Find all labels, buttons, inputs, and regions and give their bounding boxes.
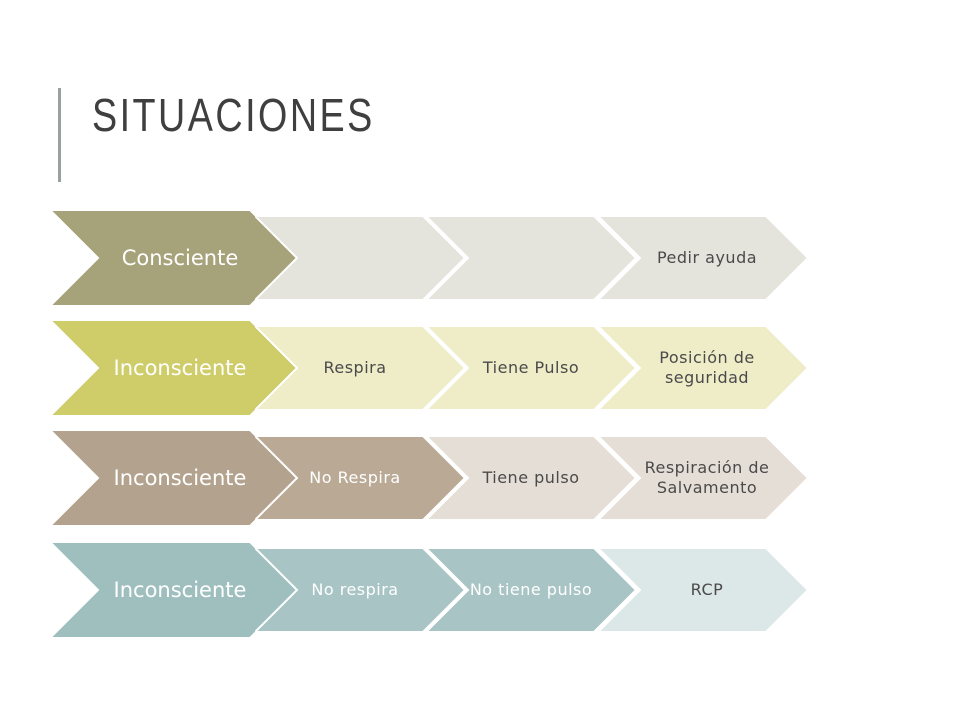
step-chevron-label [285,216,425,300]
step-chevron-2: No tiene pulso [426,548,636,632]
lead-chevron-shape [50,210,298,306]
lead-chevron: Inconsciente [50,430,298,526]
step-chevron-2: Tiene Pulso [426,326,636,410]
situation-row-inconsciente-respira: Inconsciente Respira Tiene Pulso Posició… [0,320,960,416]
step-chevron-2: Tiene pulso [426,436,636,520]
step-chevron-fill [255,216,465,300]
step-chevron-fill [255,326,465,410]
lead-chevron-fill [50,542,298,638]
step-chevron-3: Pedir ayuda [598,216,808,300]
step-chevron-label: Tiene pulso [482,468,580,487]
lead-chevron-shape [50,430,298,526]
step-chevron-label: No tiene pulso [469,580,593,599]
lead-chevron-fill [50,430,298,526]
step-chevron-fill [426,326,636,410]
step-chevron-shape [598,436,808,520]
step-chevron-fill [255,548,465,632]
step-chevron-1: No Respira [255,436,465,520]
step-chevron-2 [426,216,636,300]
lead-chevron-label: Inconsciente [113,465,247,490]
step-chevron-label: RCP [690,580,724,599]
situation-row-inconsciente-rcp: Inconsciente No respira No tiene pulso R… [0,542,960,638]
step-chevron-label: Respira [323,358,387,377]
step-chevron-label: Posición de seguridad [659,348,755,387]
step-chevron-fill [598,326,808,410]
lead-chevron: Inconsciente [50,542,298,638]
step-chevron-label: No Respira [309,468,401,487]
step-chevron-label: Tiene Pulso [482,358,580,377]
title-accent-bar [58,88,61,182]
step-chevron-shape [598,548,808,632]
lead-chevron-shape [50,320,298,416]
step-chevron-3: RCP [598,548,808,632]
slide-title: SITUACIONES [92,89,375,141]
step-chevron-fill [426,436,636,520]
step-chevron-fill [426,548,636,632]
step-chevron-shape [255,436,465,520]
step-chevron-fill [255,436,465,520]
situation-row-inconsciente-no-respira-pulso: Inconsciente No Respira Tiene pulso Resp… [0,430,960,526]
step-chevron-1 [255,216,465,300]
step-chevron-shape [255,548,465,632]
step-chevron-3: Respiración de Salvamento [598,436,808,520]
step-chevron-fill [598,548,808,632]
step-chevron-3: Posición de seguridad [598,326,808,410]
step-chevron-shape [255,216,465,300]
lead-chevron: Consciente [50,210,298,306]
step-chevron-shape [426,216,636,300]
step-chevron-shape [426,326,636,410]
step-chevron-shape [598,326,808,410]
lead-chevron-label: Inconsciente [113,577,247,602]
step-chevron-1: Respira [255,326,465,410]
step-chevron-label [456,216,606,300]
lead-chevron-fill [50,210,298,306]
step-chevron-shape [255,326,465,410]
step-chevron-label: Respiración de Salvamento [644,458,770,497]
lead-chevron-label: Consciente [121,245,239,270]
step-chevron-shape [426,436,636,520]
lead-chevron-shape [50,542,298,638]
step-chevron-fill [598,436,808,520]
step-chevron-label: No respira [311,580,399,599]
lead-chevron-label: Inconsciente [113,355,247,380]
step-chevron-1: No respira [255,548,465,632]
situation-row-consciente: Consciente Pedir ayuda [0,210,960,306]
lead-chevron-fill [50,320,298,416]
step-chevron-shape [598,216,808,300]
step-chevron-label: Pedir ayuda [656,248,758,267]
step-chevron-fill [426,216,636,300]
step-chevron-fill [598,216,808,300]
lead-chevron: Inconsciente [50,320,298,416]
step-chevron-shape [426,548,636,632]
